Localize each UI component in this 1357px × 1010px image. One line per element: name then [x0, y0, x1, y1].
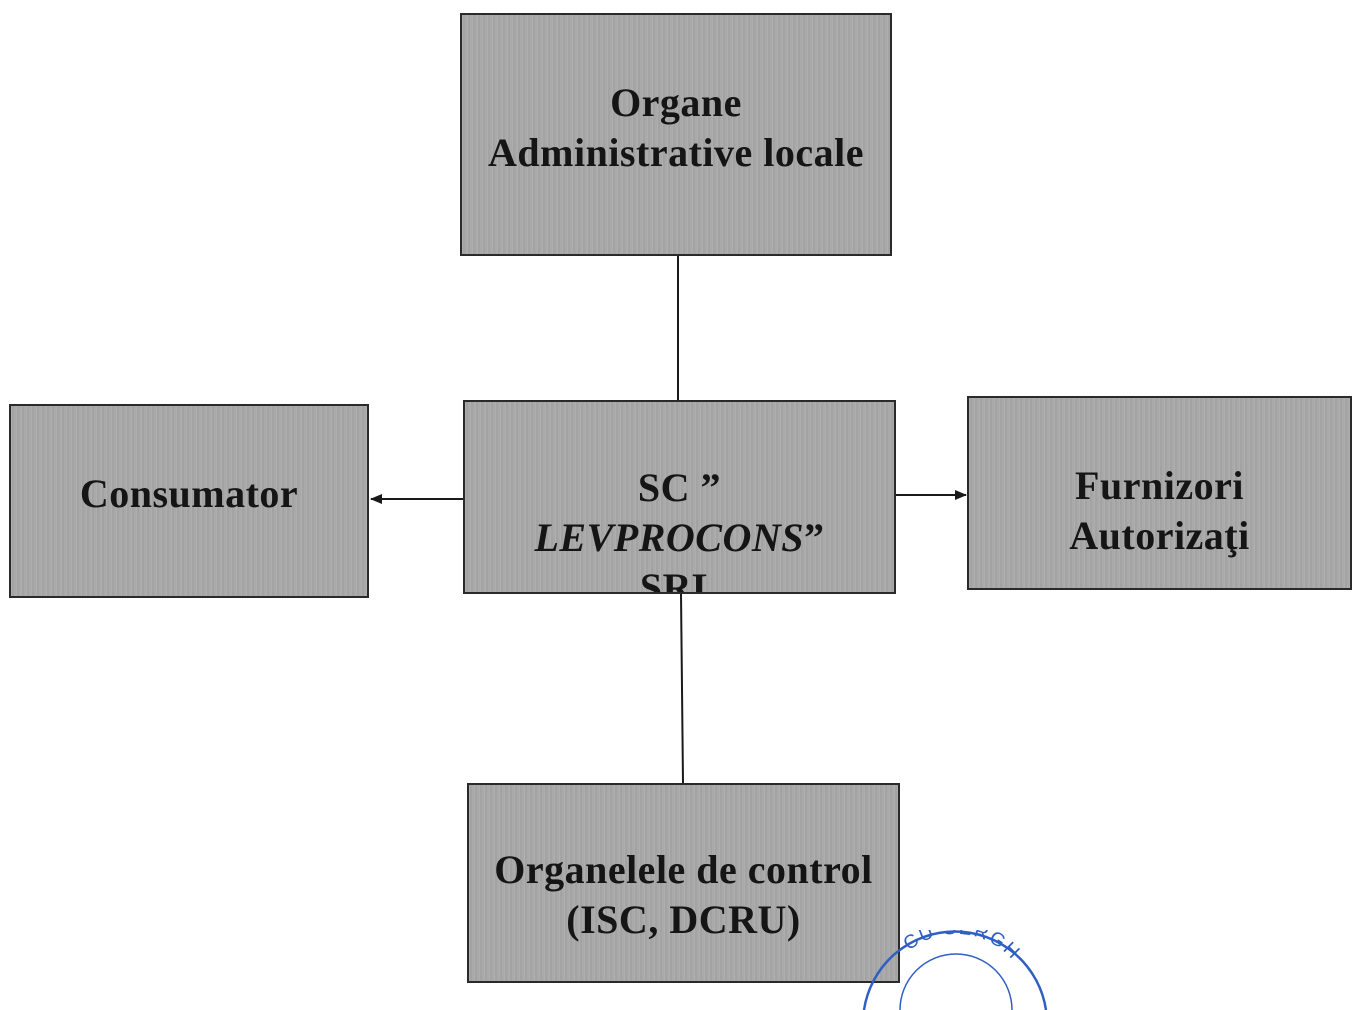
box-left-line1: Consumator — [79, 471, 299, 516]
box-bottom-line1: Organelele de control — [494, 847, 873, 892]
stamp-text: CU SERGH — [900, 930, 1023, 964]
box-center-line3: SRL — [639, 565, 720, 594]
box-right-line2: Autorizaţi — [1069, 513, 1250, 558]
connectors — [370, 256, 967, 784]
box-organe-administrative: Organe Administrative locale — [460, 13, 892, 256]
official-stamp: CU SERGH — [862, 930, 1048, 1010]
box-levprocons: SC ” LEVPROCONS” SRL — [463, 400, 896, 594]
box-furnizori-autorizati: Furnizori Autorizaţi — [967, 396, 1352, 590]
box-bottom-line2: (ISC, DCRU) — [566, 897, 801, 942]
company-name: LEVPROCONS — [534, 515, 804, 560]
box-consumator: Consumator — [9, 404, 369, 598]
box-center-line2: LEVPROCONS” — [465, 513, 894, 563]
box-organele-de-control: Organelele de control (ISC, DCRU) — [467, 783, 900, 983]
box-right-line1: Furnizori — [1075, 463, 1244, 508]
svg-text:CU SERGH: CU SERGH — [900, 930, 1025, 964]
company-name-quote: ” — [804, 515, 825, 560]
box-center-line1: SC ” — [637, 465, 722, 510]
box-top-line2: Administrative locale — [488, 130, 864, 175]
box-top-line1: Organe — [610, 80, 742, 125]
connector-center-bottom — [680, 593, 684, 784]
